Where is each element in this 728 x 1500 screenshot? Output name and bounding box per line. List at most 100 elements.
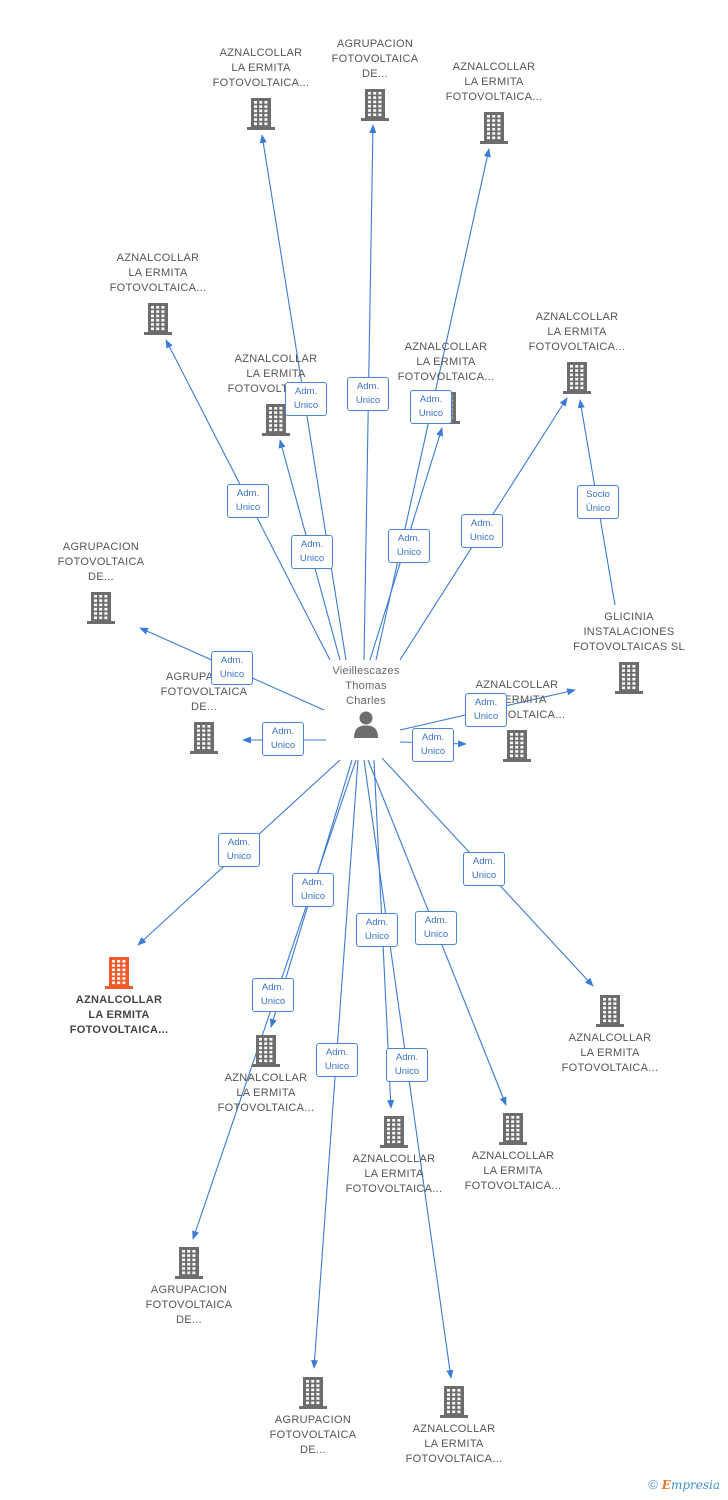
- company-label-line: AZNALCOLLAR: [471, 1150, 555, 1162]
- relationship-label[interactable]: Adm.Unico: [347, 377, 389, 411]
- relationship-label-line: Adm.: [236, 488, 260, 499]
- company-label-line: FOTOVOLTAICA...: [397, 371, 495, 383]
- relationship-label[interactable]: Adm.Unico: [252, 978, 294, 1012]
- relationship-label[interactable]: Adm.Unico: [410, 390, 452, 424]
- relationship-label-line: Unico: [226, 851, 252, 862]
- relationship-label-line: Adm.: [397, 533, 421, 544]
- company-label-line: FOTOVOLTAICA...: [561, 1062, 659, 1074]
- relationship-label-line: Adm.: [220, 655, 244, 666]
- center-person-node[interactable]: Vieillescazes Thomas Charles: [326, 664, 406, 739]
- company-label-line: LA ERMITA: [424, 1438, 484, 1450]
- relationship-label[interactable]: Adm. Unico: [356, 913, 398, 947]
- relationship-label[interactable]: Adm.Unico: [218, 833, 260, 867]
- company-label-line: LA ERMITA: [416, 356, 476, 368]
- company-label-line: LA ERMITA: [580, 1047, 640, 1059]
- company-label-line: LA ERMITA: [547, 326, 607, 338]
- building-icon: [299, 1377, 327, 1409]
- company-node-label: AZNALCOLLAR LA ERMITA FOTOVOLTAICA...: [381, 340, 511, 385]
- center-label-line-3: Charles: [345, 695, 386, 707]
- relationship-label-line: Unico: [473, 711, 499, 722]
- company-label-line: AZNALCOLLAR: [224, 1072, 308, 1084]
- relationship-label[interactable]: Adm.Unico: [316, 1043, 358, 1077]
- building-icon: [175, 1247, 203, 1279]
- building-icon: [480, 112, 508, 144]
- relationship-label-line: Adm.: [271, 726, 295, 737]
- company-node[interactable]: AZNALCOLLAR LA ERMITA FOTOVOLTAICA...: [448, 1111, 578, 1194]
- relationship-label-line: Unico: [260, 996, 286, 1007]
- building-icon: [190, 722, 218, 754]
- company-label-line: LA ERMITA: [88, 1009, 150, 1021]
- relationship-label-line: Adm.: [365, 917, 389, 928]
- relationship-label[interactable]: Adm. Unico: [386, 1048, 428, 1082]
- relationship-label[interactable]: Adm.Unico: [412, 728, 454, 762]
- company-label-line: FOTOVOLTAICA...: [405, 1453, 503, 1465]
- relationship-label-line: Unico: [394, 1066, 420, 1077]
- relationship-label-line: Adm.: [395, 1052, 419, 1063]
- company-label-line: FOTOVOLTAICA...: [109, 282, 207, 294]
- company-label-line: LA ERMITA: [364, 1168, 424, 1180]
- company-label-line: AZNALCOLLAR: [568, 1032, 652, 1044]
- relationship-label-line: Adm.: [421, 732, 445, 743]
- company-label-line: FOTOVOLTAICA...: [464, 1180, 562, 1192]
- building-icon: [105, 957, 133, 989]
- company-node-label: AZNALCOLLAR LA ERMITA FOTOVOLTAICA...: [545, 1031, 675, 1076]
- relationship-label-line: Unico: [293, 400, 319, 411]
- company-node[interactable]: AZNALCOLLAR LA ERMITA FOTOVOLTAICA...: [545, 993, 675, 1076]
- relationship-label[interactable]: Adm.Unico: [465, 693, 507, 727]
- company-label-line: DE...: [191, 701, 217, 713]
- relationship-label[interactable]: Adm.Unico: [461, 514, 503, 548]
- relationship-label-line: Adm.: [356, 381, 380, 392]
- relationship-label[interactable]: Adm.Unico: [285, 382, 327, 416]
- company-label-line: FOTOVOLTAICA: [331, 53, 419, 65]
- company-label-line: FOTOVOLTAICA: [145, 1299, 233, 1311]
- relationship-label-line: Unico: [270, 740, 296, 751]
- relationship-label[interactable]: Adm. Unico: [262, 722, 304, 756]
- building-icon: [247, 98, 275, 130]
- company-label-line: AGRUPACION: [274, 1414, 352, 1426]
- company-label-line: FOTOVOLTAICA...: [212, 77, 310, 89]
- relationship-label[interactable]: Adm.Unico: [388, 529, 430, 563]
- center-label-line-2: Thomas: [345, 680, 387, 692]
- company-label-line: AGRUPACION: [62, 541, 140, 553]
- company-label-line: FOTOVOLTAICA: [269, 1429, 357, 1441]
- company-label-line: AZNALCOLLAR: [404, 341, 488, 353]
- relationship-label[interactable]: Adm.Unico: [292, 873, 334, 907]
- building-icon: [503, 730, 531, 762]
- relationship-label[interactable]: Adm.Unico: [415, 911, 457, 945]
- person-icon: [354, 711, 378, 738]
- building-icon: [252, 1035, 280, 1067]
- relationship-label[interactable]: Adm.Unico: [463, 852, 505, 886]
- company-label-line: AZNALCOLLAR: [75, 994, 163, 1006]
- building-icon: [440, 1386, 468, 1418]
- brand-initial: E: [661, 1478, 671, 1492]
- empresia-watermark[interactable]: ©Empresia: [648, 1477, 720, 1492]
- relationship-label[interactable]: Adm.Unico: [291, 535, 333, 569]
- company-label-line: LA ERMITA: [246, 368, 306, 380]
- relationship-label[interactable]: Adm.Unico: [211, 651, 253, 685]
- relationship-label[interactable]: Adm.Unico: [227, 484, 269, 518]
- relationship-label-line: Adm.: [301, 877, 325, 888]
- relationship-label-line: Unico: [364, 931, 390, 942]
- company-label-line: LA ERMITA: [483, 1165, 543, 1177]
